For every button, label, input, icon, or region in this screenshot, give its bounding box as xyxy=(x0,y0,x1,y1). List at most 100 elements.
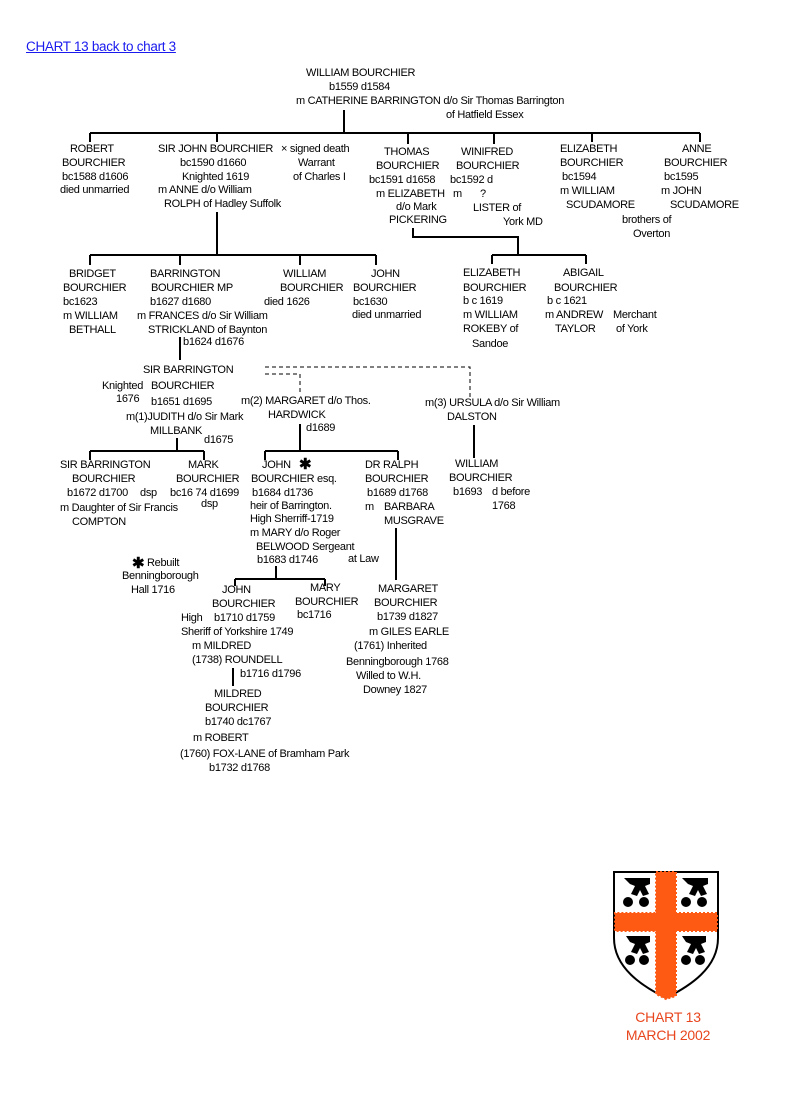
person-text-line: SIR BARRINGTON xyxy=(143,364,234,376)
water-bouget-icon xyxy=(623,878,708,965)
marriage-dashed-line xyxy=(265,366,471,398)
person-text-line: BOURCHIER xyxy=(280,282,344,294)
person-text-line: BOURCHIER xyxy=(212,598,276,610)
person-text-line: BETHALL xyxy=(69,324,116,336)
person-text-line: BRIDGET xyxy=(69,268,116,280)
person-text-line: SIR BARRINGTON xyxy=(60,459,151,471)
person-text-line: bc1595 xyxy=(664,171,699,183)
person-text-line: m ANNE d/o William xyxy=(158,184,252,196)
person-text-line: of York xyxy=(616,323,648,335)
person-text-line: 1676 xyxy=(116,393,140,405)
person-text-line: Benningborough 1768 xyxy=(346,656,449,668)
person-text-line: of Hatfield Essex xyxy=(446,109,524,121)
person-text-line: WILLIAM xyxy=(283,268,327,280)
person-text-line: SCUDAMORE xyxy=(670,199,739,211)
person-text-line: (1761) Inherited xyxy=(354,640,427,652)
person-text-line: MARY xyxy=(310,582,341,594)
person-text-line: SIR JOHN BOURCHIER xyxy=(158,143,273,155)
person-text-line: b1710 d1759 xyxy=(214,612,275,624)
person-text-line: DALSTON xyxy=(447,411,497,423)
person-text-line: York MD xyxy=(503,216,543,228)
person-text-line: COMPTON xyxy=(72,516,126,528)
person-text-line: bc1591 d1658 xyxy=(369,174,436,186)
person-text-line: b c 1621 xyxy=(547,295,587,307)
person-text-line: b1651 d1695 xyxy=(151,396,212,408)
person-text-line: BOURCHIER xyxy=(554,282,618,294)
person-text-line: m Daughter of Sir Francis xyxy=(60,502,178,514)
person-text-line: Sandoe xyxy=(472,338,509,350)
person-text-line: dsp xyxy=(201,498,218,510)
person-text-line: MUSGRAVE xyxy=(384,515,444,527)
person-text-line: Willed to W.H. xyxy=(356,670,421,682)
person-text-line: MARK xyxy=(188,459,219,471)
person-text-line: (1738) ROUNDELL xyxy=(192,654,283,666)
person-text-line: ROBERT xyxy=(70,143,114,155)
person-text-line: m FRANCES d/o Sir William xyxy=(137,310,268,322)
asterisk-icon: ✱ xyxy=(299,456,312,473)
person-text-line: ? xyxy=(480,188,486,200)
person-text-line: BOURCHIER xyxy=(449,472,513,484)
person-text-line: Sheriff of Yorkshire 1749 xyxy=(181,626,294,638)
person-text-line: bc1588 d1606 xyxy=(62,171,129,183)
person-text-line: × signed death xyxy=(281,143,350,155)
person-text-line: BOURCHIER xyxy=(664,157,728,169)
person-text-line: BARRINGTON xyxy=(150,268,221,280)
person-text-line: BELWOOD Sergeant xyxy=(256,541,355,553)
person-text-line: BOURCHIER xyxy=(463,282,527,294)
tree-line xyxy=(234,566,326,586)
person-text-line: heir of Barrington. xyxy=(250,500,332,512)
person-text-line: m MILDRED xyxy=(192,640,252,652)
person-text-line: died 1626 xyxy=(264,296,310,308)
person-text-line: dsp xyxy=(140,487,157,499)
person-text-line: BOURCHIER xyxy=(295,596,359,608)
person-text-line: bc1592 d xyxy=(450,174,493,186)
person-text-line: SCUDAMORE xyxy=(566,199,635,211)
person-text-line: m GILES EARLE xyxy=(369,626,449,638)
person-text-line: b1740 dc1767 xyxy=(205,716,272,728)
person-text-line: Knighted 1619 xyxy=(182,171,250,183)
person-text-line: m MARY d/o Roger xyxy=(250,527,341,539)
person-text-line: BOURCHIER xyxy=(560,157,624,169)
person-text-line: Warrant xyxy=(298,157,335,169)
asterisk-icon: ✱ xyxy=(132,555,145,572)
person-text-line: DR RALPH xyxy=(365,459,419,471)
person-text-line: HARDWICK xyxy=(268,409,326,421)
person-text-line: ABIGAIL xyxy=(563,267,604,279)
person-text-line: m(2) MARGARET d/o Thos. xyxy=(241,395,371,407)
person-text-line: b1739 d1827 xyxy=(377,611,438,623)
person-text-line: BOURCHIER xyxy=(63,282,127,294)
person-text-line: at Law xyxy=(348,553,379,565)
chart-number-caption: CHART 13 xyxy=(635,1009,701,1025)
person-text-line: BOURCHIER xyxy=(456,160,520,172)
person-text-line: WILLIAM xyxy=(455,458,499,470)
person-text-line: d before xyxy=(492,486,530,498)
person-text-line: b c 1619 xyxy=(463,295,503,307)
person-text-line: BOURCHIER xyxy=(62,157,126,169)
person-text-line: m xyxy=(365,501,374,513)
person-text-line: MARGARET xyxy=(378,583,438,595)
person-text-line: BOURCHIER xyxy=(176,473,240,485)
person-text-line: Rebuilt xyxy=(147,557,180,569)
person-text-line: m ANDREW xyxy=(545,309,604,321)
person-text-line: STRICKLAND of Baynton xyxy=(148,324,268,336)
person-text-line: b1684 d1736 xyxy=(252,487,313,499)
person-text-line: m WILLIAM xyxy=(560,185,615,197)
back-to-chart-3-link[interactable]: CHART 13 back to chart 3 xyxy=(26,39,176,54)
person-text-line: ELIZABETH xyxy=(560,143,618,155)
tree-line xyxy=(89,438,205,460)
marriage-dashed-line xyxy=(265,373,301,392)
person-text-line: brothers of xyxy=(622,214,672,226)
person-text-line: m(3) URSULA d/o Sir William xyxy=(425,397,560,409)
person-text-line: b1672 d1700 xyxy=(67,487,128,499)
person-text-line: m CATHERINE BARRINGTON d/o Sir Thomas Ba… xyxy=(296,95,565,107)
person-text-line: JOHN xyxy=(262,459,291,471)
person-text-line: (1760) FOX-LANE of Bramham Park xyxy=(180,748,350,760)
person-text-line: b1627 d1680 xyxy=(150,296,211,308)
person-text-line: JOHN xyxy=(222,584,251,596)
person-text-line: m(1)JUDITH d/o Sir Mark xyxy=(126,411,244,423)
person-text-line: LISTER of xyxy=(473,202,522,214)
tree-line xyxy=(412,228,587,264)
person-text-line: WINIFRED xyxy=(461,146,513,158)
person-text-line: BOURCHIER xyxy=(72,473,136,485)
person-text-line: Benningborough xyxy=(122,570,199,582)
